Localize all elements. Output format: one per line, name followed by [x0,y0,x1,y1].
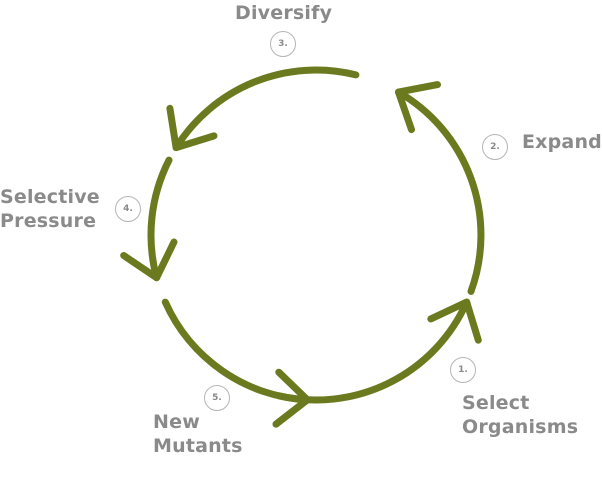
step-4-label: Selective Pressure [0,185,100,233]
arc-4-line [147,156,173,282]
step-1-label: Select Organisms [462,391,578,439]
step-4-label-line-1: Selective [0,186,100,208]
arc-3-arrowhead [166,104,218,152]
step-3-number-badge: 3. [270,31,296,57]
arc-4-arrowhead [120,238,178,282]
step-2-label: Expand [522,130,602,154]
step-4-label-line-2: Pressure [0,210,97,232]
step-1-number-badge: 1. [450,357,476,383]
step-2-number-badge: 2. [482,134,508,160]
step-2-label-line-1: Expand [522,131,602,153]
arc-2-line [395,88,485,295]
arc-3-line [172,66,360,152]
arc-2-arrowhead [395,81,441,134]
step-5-label: New Mutants [153,410,243,458]
arc-5-arrowhead [272,368,311,428]
step-5-label-line-2: Mutants [153,435,243,457]
step-3-label: Diversify [235,1,332,25]
step-4-number-badge: 4. [115,196,141,222]
step-1-label-line-1: Select [462,392,530,414]
step-5-label-line-1: New [153,411,200,433]
arc-1-arrowhead [427,298,482,344]
step-3-label-line-1: Diversify [235,2,333,24]
step-1-label-line-2: Organisms [462,416,579,438]
arc-5-line [161,298,311,404]
step-5-number-badge: 5. [204,385,230,411]
cycle-arcs [120,66,485,428]
